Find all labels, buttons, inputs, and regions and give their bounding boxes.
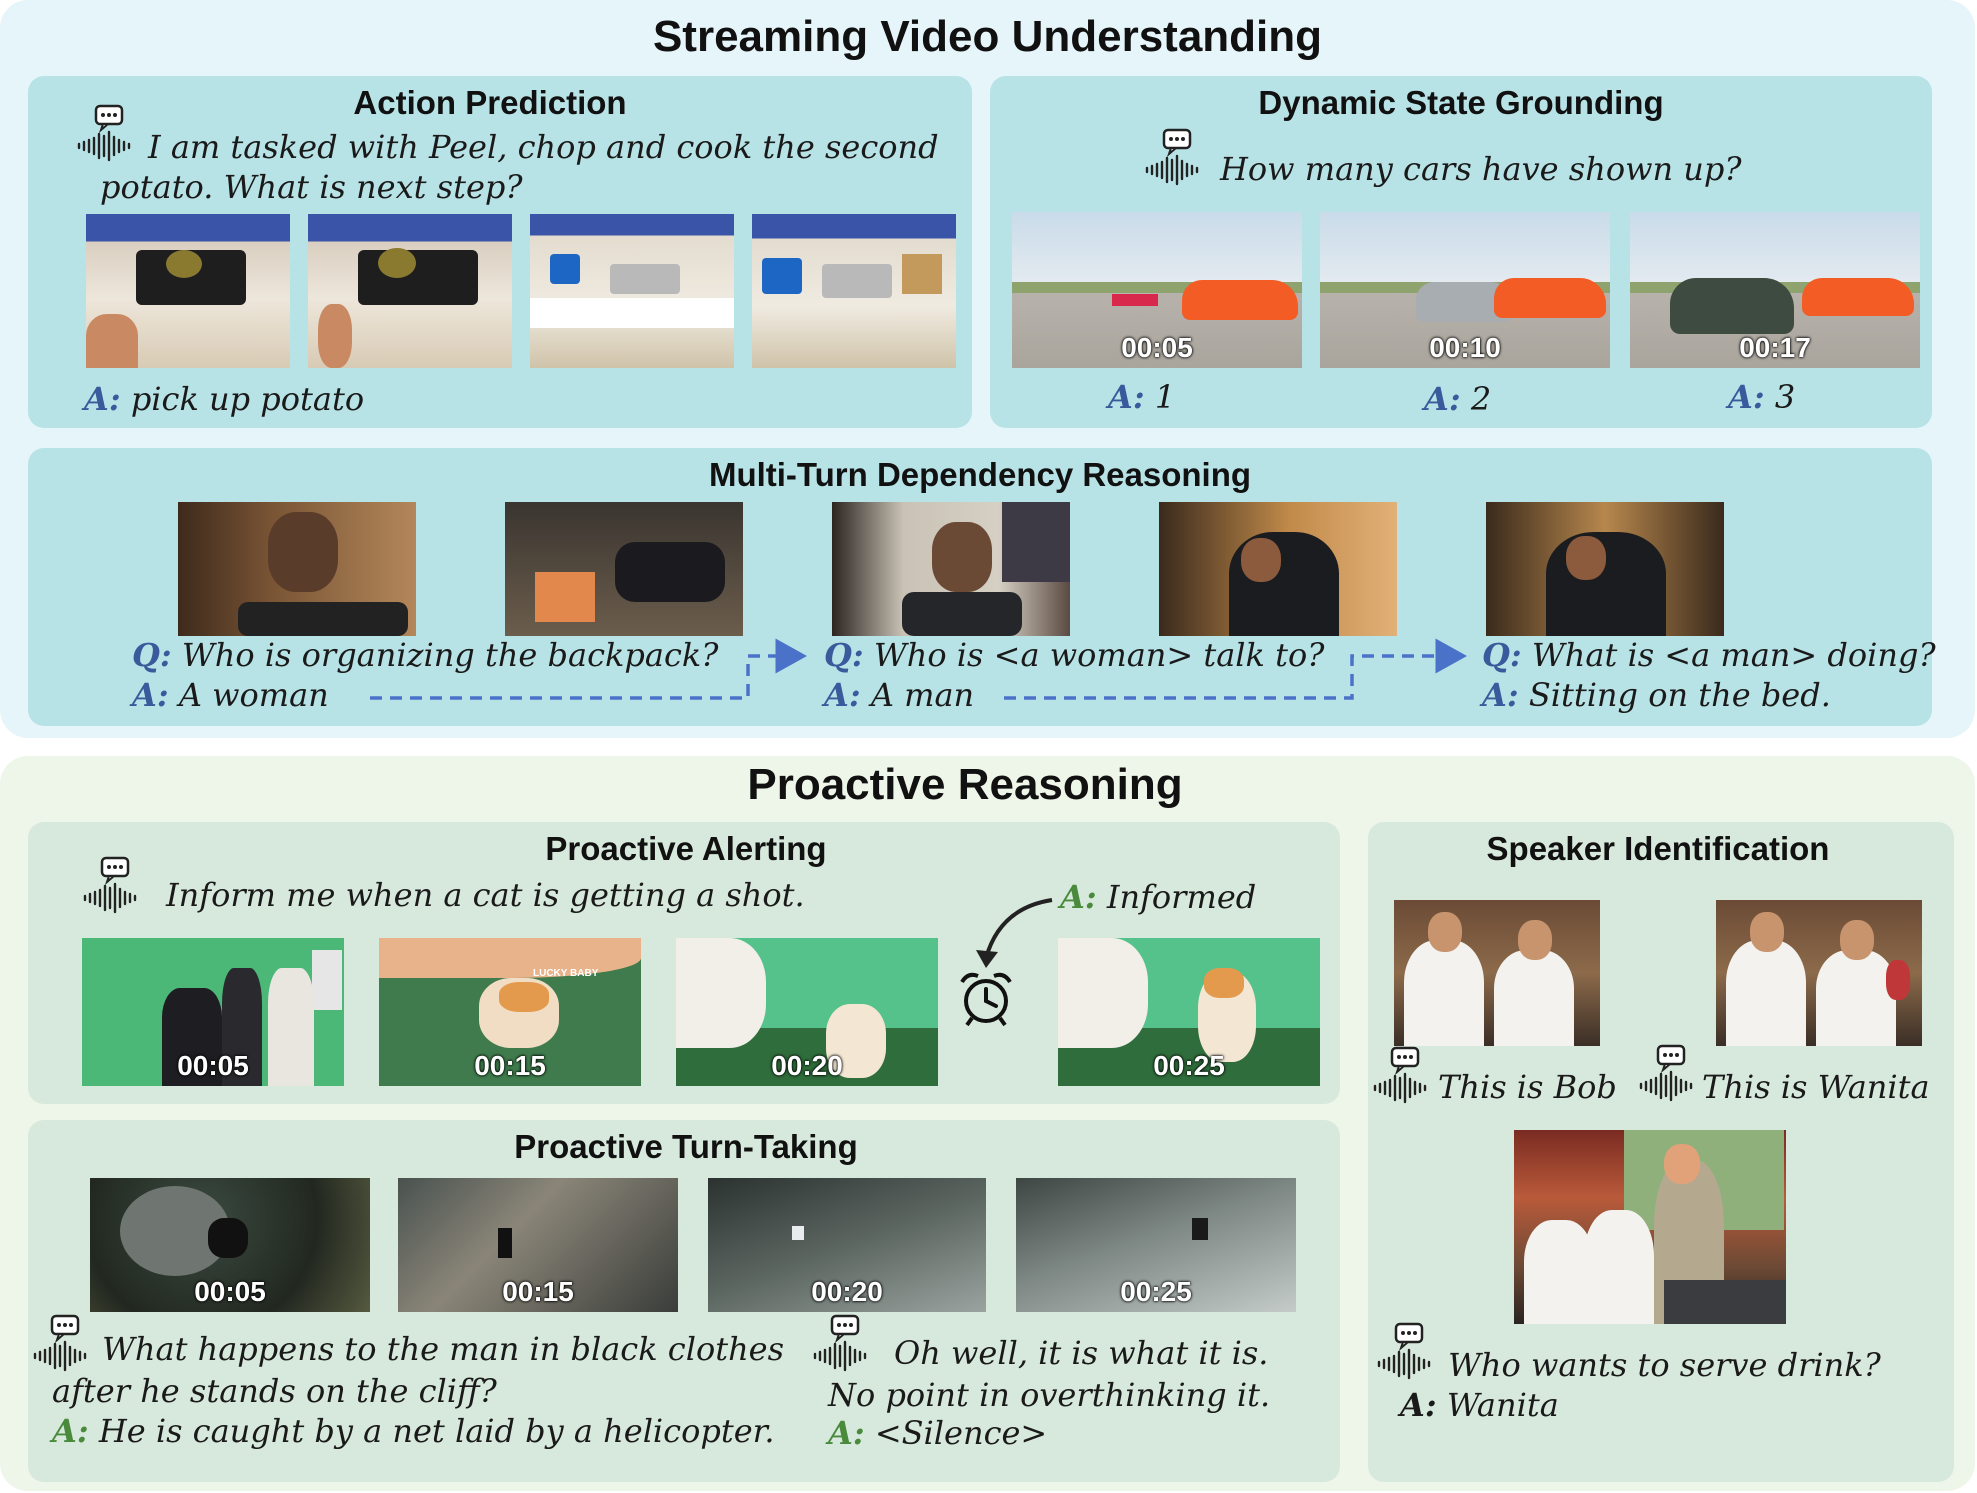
speaker-answer: A: Wanita [1400,1386,1559,1424]
dependency-arrows [370,638,1467,700]
room-frame-4 [1159,502,1397,636]
turn-taking-q2-line1: Oh well, it is what it is. [894,1334,1269,1372]
turn1-question: Q: Who is organizing the backpack? [132,636,719,674]
room-frame-2 [505,502,743,636]
dynamic-answer-3: A: 3 [1728,378,1796,416]
multi-turn-title: Multi-Turn Dependency Reasoning [708,456,1252,493]
turn-taking-q2-line2: No point in overthinking it. [828,1376,1271,1414]
speaker-label-bob: This is Bob [1438,1068,1617,1106]
dependency-arrow-2 [1004,638,1467,700]
speaker-title: Speaker Identification [1486,830,1830,867]
room-frame-5 [1486,502,1724,636]
speaker-frame-2 [1716,900,1922,1046]
cliff-frame-1: 00:05 [90,1178,370,1312]
turn3-question: Q: What is <a man> doing? [1482,636,1936,674]
timestamp: 00:15 [502,1276,574,1307]
alert-arrow [976,898,1053,968]
timestamp: 00:20 [811,1276,883,1307]
timestamp: 00:05 [1121,332,1193,363]
kitchen-frame-4 [752,214,956,368]
timestamp: 00:05 [194,1276,266,1307]
kitchen-frame-3 [530,214,734,368]
speaker-question: Who wants to serve drink? [1448,1346,1881,1384]
action-prediction-title: Action Prediction [353,84,627,121]
turn3-answer: A: Sitting on the bed. [1482,676,1831,714]
voice-query-icon [1638,1044,1698,1104]
dynamic-answer-2: A: 2 [1424,380,1492,418]
action-answer: A: pick up potato [84,380,365,418]
action-question-line1: I am tasked with Peel, chop and cook the… [148,128,939,166]
cat-frame-1: 00:05 [82,938,344,1086]
alerting-question: Inform me when a cat is getting a shot. [166,876,805,914]
cat-frame-2: LUCKY BABY 00:15 [379,938,641,1086]
voice-query-icon [812,1314,872,1374]
turn-taking-a1: A: He is caught by a net laid by a helic… [52,1412,775,1450]
voice-query-icon [1376,1322,1436,1382]
turn-taking-a2: A: <Silence> [828,1414,1048,1452]
speaker-frame-1 [1394,900,1600,1046]
alerting-answer: A: Informed [1060,878,1257,916]
timestamp: 00:20 [771,1050,843,1081]
timestamp: 00:17 [1739,332,1811,363]
turn1-answer: A: A woman [132,676,329,714]
timestamp: 00:25 [1153,1050,1225,1081]
cliff-frame-4: 00:25 [1016,1178,1296,1312]
action-question-line2: potato. What is next step? [100,168,523,206]
kitchen-frame-2 [308,214,512,368]
voice-query-icon [1372,1046,1432,1106]
race-frame-1: 00:05 [1012,212,1302,368]
timestamp: 00:05 [177,1050,249,1081]
kitchen-frame-1 [86,214,290,368]
alerting-title: Proactive Alerting [545,830,827,867]
timestamp: 00:10 [1429,332,1501,363]
voice-query-icon [82,856,142,916]
race-frame-2: 00:10 [1320,212,1610,368]
voice-query-icon [32,1314,92,1374]
turn-taking-title: Proactive Turn-Taking [514,1128,858,1165]
cliff-frame-2: 00:15 [398,1178,678,1312]
cat-frame-3: 00:20 [676,938,938,1086]
timestamp: 00:25 [1120,1276,1192,1307]
room-frame-1 [178,502,416,636]
race-frame-3: 00:17 [1630,212,1920,368]
alarm-clock-icon [960,972,1012,1027]
turn2-answer: A: A man [824,676,975,714]
dynamic-answer-1: A: 1 [1108,378,1176,416]
dynamic-state-title: Dynamic State Grounding [1258,84,1664,121]
timestamp: 00:15 [474,1050,546,1081]
speaker-label-wanita: This is Wanita [1702,1068,1930,1106]
cliff-frame-3: 00:20 [708,1178,986,1312]
cat-frame-4: 00:25 [1058,938,1320,1086]
dynamic-question: How many cars have shown up? [1220,150,1742,188]
dependency-arrow-1 [370,638,807,700]
speaker-frame-3 [1514,1130,1786,1324]
streaming-title: Streaming Video Understanding [652,12,1323,61]
room-frame-3 [832,502,1070,636]
turn-taking-q1-line2: after he stands on the cliff? [52,1372,497,1410]
turn2-question: Q: Who is <a woman> talk to? [824,636,1325,674]
lucky-baby-caption: LUCKY BABY [533,968,599,979]
turn-taking-q1-line1: What happens to the man in black clothes [102,1330,785,1368]
proactive-title: Proactive Reasoning [747,760,1183,809]
